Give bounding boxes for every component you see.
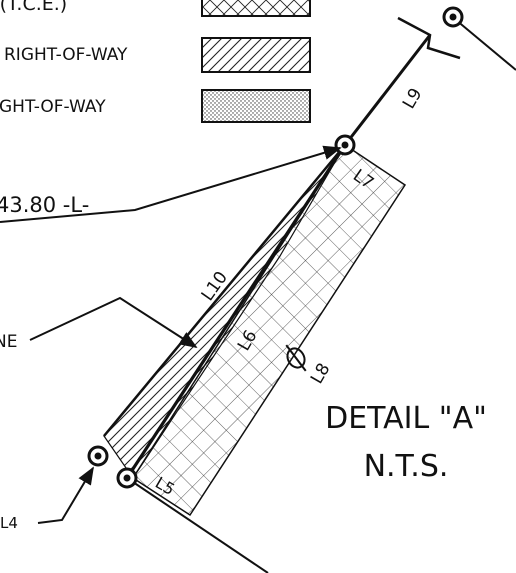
line-leader [29, 296, 198, 348]
legend-swatch-crosshatch [201, 0, 311, 17]
legend-swatch-diagonal-hatch [201, 37, 311, 73]
line-l10 [103, 144, 346, 437]
line-top-right [455, 19, 516, 71]
line-label-partial: NE [0, 332, 17, 352]
l8-label: L8 [307, 360, 334, 388]
legend-label-row-stipple: IGHT-OF-WAY [0, 97, 106, 117]
legend: T (T.C.E.) RIGHT-OF-WAY IGHT-OF-WAY [0, 0, 311, 123]
l4-leader [37, 466, 94, 524]
linework [103, 16, 516, 573]
line-l6 [125, 144, 347, 479]
l9-label: L9 [399, 85, 426, 113]
centerline-icon [285, 344, 307, 372]
l4-label: L4 [0, 514, 18, 532]
line-l5 [126, 477, 269, 573]
station-label: 43.80 -L- [0, 193, 89, 217]
detail-title: DETAIL "A" [325, 401, 487, 436]
station-leader [0, 145, 342, 223]
control-points [87, 6, 464, 489]
legend-label-tce: T (T.C.E.) [0, 0, 67, 15]
detail-scale: N.T.S. [364, 449, 449, 484]
line-l9 [343, 34, 432, 146]
leaders [0, 145, 342, 524]
legend-swatch-stipple [201, 89, 311, 123]
break-symbol [397, 16, 461, 60]
legend-label-row-diag: RIGHT-OF-WAY [4, 45, 128, 65]
tce-crosshatch-area [131, 143, 407, 517]
